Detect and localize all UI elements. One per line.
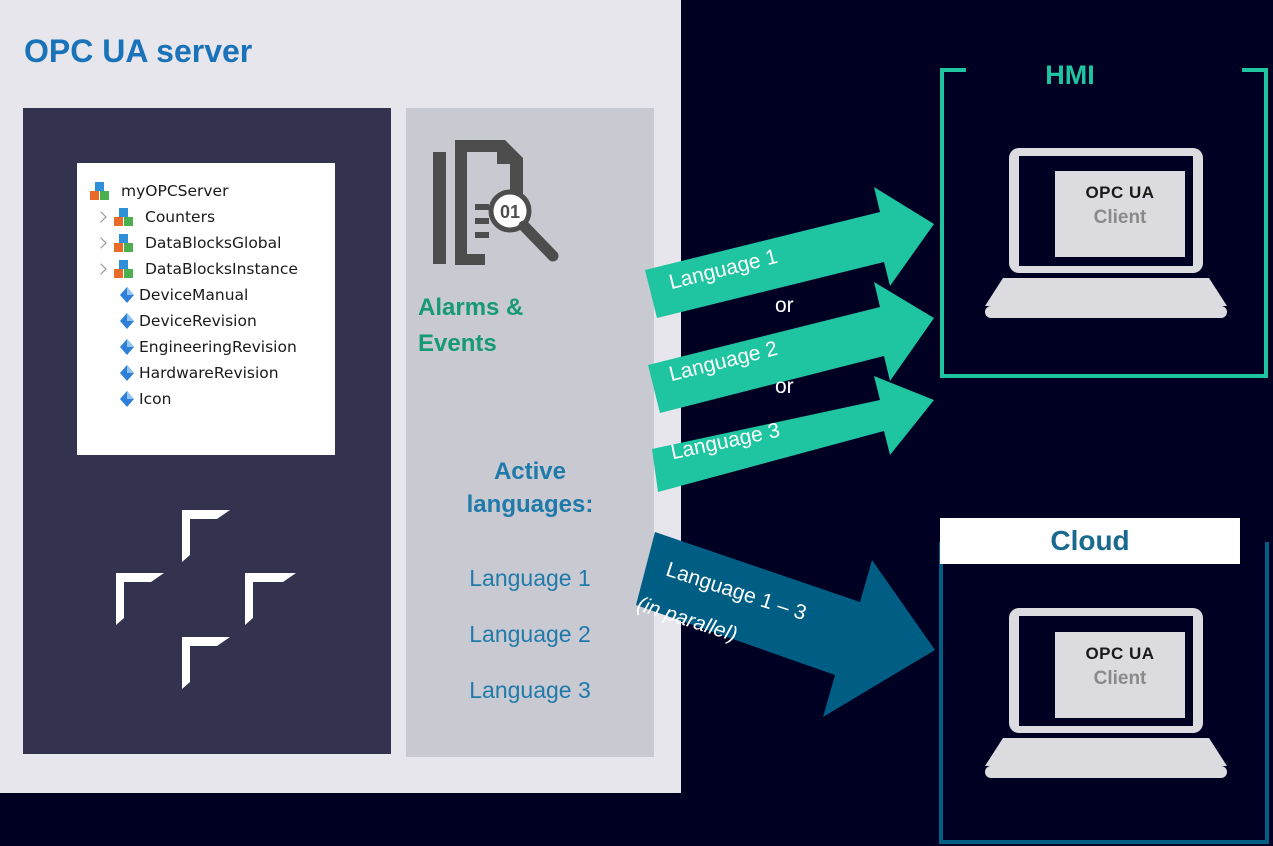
- tree-item[interactable]: Icon: [113, 387, 171, 411]
- tree-item-label: DeviceRevision: [139, 312, 257, 330]
- cloud-arrow: [636, 532, 935, 717]
- diamond-icon: [120, 313, 134, 329]
- languages-line: languages:: [466, 491, 594, 518]
- hmi-opc-ua-client-screen: OPC UA Client: [1055, 171, 1185, 257]
- diamond-icon: [120, 339, 134, 355]
- hmi-title: HMI: [1045, 60, 1095, 90]
- tree-item-label: myOPCServer: [121, 182, 229, 200]
- cloud-frame: [939, 542, 1269, 844]
- tree-item[interactable]: DeviceRevision: [113, 309, 257, 333]
- tree-item-label: Counters: [145, 208, 216, 226]
- alarm-document-search-icon: 01: [433, 140, 559, 265]
- active-language-1: Language 1: [469, 565, 591, 591]
- cloud-opc-ua-client-screen: OPC UA Client: [1055, 632, 1185, 718]
- cloud-opc-ua-logo: OPC UA: [1085, 644, 1155, 663]
- cubes-icon: [114, 234, 133, 252]
- diamond-icon: [120, 391, 134, 407]
- tree-item[interactable]: DataBlocksGlobal: [95, 231, 282, 255]
- hmi-client-label: Client: [1093, 207, 1147, 228]
- cubes-icon: [90, 182, 109, 200]
- alarms-line: Alarms &: [418, 294, 524, 321]
- active-language-3: Language 3: [469, 677, 591, 703]
- active-language-2: Language 2: [469, 621, 591, 647]
- active-line: Active: [493, 458, 567, 485]
- tree-item-label: DataBlocksGlobal: [145, 234, 282, 252]
- tree-item-label: EngineeringRevision: [139, 338, 297, 356]
- alarms-events-label: Alarms & Events: [418, 290, 568, 362]
- hmi-arrow-2: [648, 282, 934, 413]
- alarm-icon-number: 01: [500, 202, 520, 222]
- events-line: Events: [418, 330, 497, 357]
- hmi-opc-ua-logo: OPC UA: [1085, 183, 1155, 202]
- tree-item[interactable]: Counters: [95, 205, 216, 229]
- or-label-1: or: [775, 294, 794, 317]
- cloud-title: Cloud: [940, 518, 1240, 564]
- active-languages-list: Language 1 Language 2 Language 3: [406, 550, 654, 718]
- tree-item[interactable]: HardwareRevision: [113, 361, 279, 385]
- corner-brackets-logo-icon: [116, 510, 296, 689]
- tree-item-label: DataBlocksInstance: [145, 260, 298, 278]
- or-label-2: or: [775, 375, 794, 398]
- hmi-arrow-3: [652, 376, 934, 492]
- tree-item-label: Icon: [139, 390, 172, 408]
- tree-item-label: HardwareRevision: [139, 364, 279, 382]
- cloud-client-label: Client: [1093, 668, 1147, 689]
- cubes-icon: [114, 260, 133, 278]
- server-title: OPC UA server: [24, 33, 253, 69]
- tree-item-label: DeviceManual: [139, 286, 249, 304]
- diamond-icon: [120, 365, 134, 381]
- tree-item[interactable]: myOPCServer: [89, 179, 228, 203]
- diamond-icon: [120, 287, 134, 303]
- tree-item[interactable]: EngineeringRevision: [113, 335, 297, 359]
- active-languages-heading: Active languages:: [406, 455, 654, 521]
- tree-item[interactable]: DeviceManual: [113, 283, 248, 307]
- cubes-icon: [114, 208, 133, 226]
- hmi-arrow-1: [645, 187, 934, 318]
- tree-item[interactable]: DataBlocksInstance: [95, 257, 298, 281]
- hmi-frame: [940, 68, 1268, 378]
